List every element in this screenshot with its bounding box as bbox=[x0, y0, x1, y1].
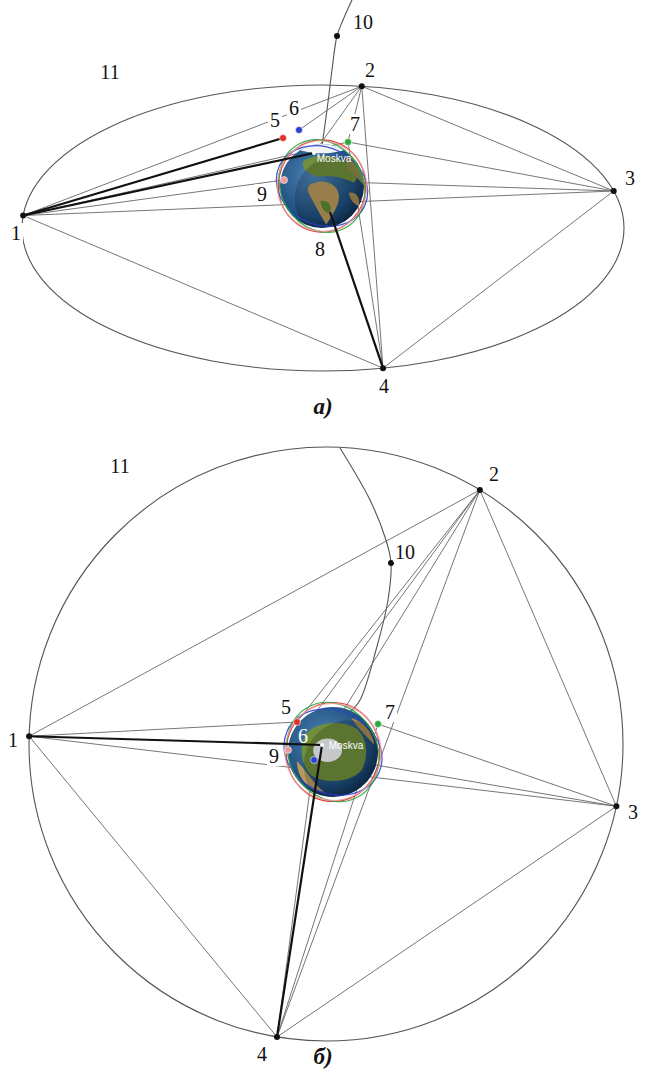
satellite-number: 8 bbox=[313, 239, 327, 259]
orbit-number: 1 bbox=[6, 730, 20, 750]
satellite-orbit bbox=[267, 686, 398, 818]
satellite-orbit bbox=[262, 124, 381, 248]
satellite-orbit bbox=[270, 693, 396, 811]
orbit-number: 3 bbox=[626, 802, 640, 822]
satellite-dot bbox=[281, 177, 288, 184]
orbit-number: 2 bbox=[363, 60, 377, 80]
satellite-orbit bbox=[261, 124, 383, 247]
satellite-number: 7 bbox=[348, 114, 362, 134]
orbit-number: 3 bbox=[623, 168, 637, 188]
city-label: Moskva bbox=[317, 154, 351, 164]
orbit-number: 10 bbox=[393, 542, 417, 562]
satellite-number: 5 bbox=[279, 697, 293, 717]
orbit-point bbox=[20, 213, 26, 219]
sight-line bbox=[29, 736, 277, 1037]
sight-line bbox=[348, 86, 362, 142]
orbit-point bbox=[477, 487, 483, 493]
orbit-number: 1 bbox=[9, 223, 23, 243]
orbit-number: 10 bbox=[351, 12, 375, 32]
satellite-dot bbox=[296, 127, 303, 134]
orbit-point bbox=[611, 188, 617, 194]
orbit-panel bbox=[26, 447, 623, 1041]
satellite-dot bbox=[320, 743, 324, 747]
sight-line bbox=[29, 490, 480, 736]
orbit-point bbox=[613, 803, 619, 809]
satellite-number: 5 bbox=[268, 110, 282, 130]
orbit-ring bbox=[22, 85, 624, 371]
orbit-number: 4 bbox=[255, 1044, 269, 1064]
orbit-number: 11 bbox=[98, 62, 121, 82]
satellite-number: 6 bbox=[287, 98, 301, 118]
subfigure-caption: б) bbox=[310, 1045, 335, 1068]
orbit-track bbox=[340, 448, 391, 712]
sight-line bbox=[362, 86, 383, 368]
main-sight-line bbox=[277, 745, 322, 1037]
satellite-dot bbox=[312, 151, 316, 155]
sight-line bbox=[383, 191, 614, 368]
main-sight-line bbox=[23, 153, 314, 216]
satellite-dot bbox=[280, 135, 287, 142]
satellite-orbit bbox=[269, 686, 397, 819]
satellite-number: 7 bbox=[383, 702, 397, 722]
orbit-number: 2 bbox=[487, 464, 501, 484]
sight-line bbox=[23, 216, 383, 369]
satellite-dot bbox=[285, 747, 292, 754]
satellite-dot bbox=[375, 721, 382, 728]
sight-line bbox=[277, 806, 616, 1037]
orbit-panel bbox=[20, 0, 624, 371]
sight-line bbox=[362, 86, 614, 191]
satellite-number: 9 bbox=[267, 746, 281, 766]
city-label: Moskva bbox=[329, 741, 363, 751]
satellite-dot bbox=[294, 719, 301, 726]
satellite-dot bbox=[311, 757, 318, 764]
satellite-dot bbox=[345, 139, 352, 146]
orbit-number: 11 bbox=[108, 456, 131, 476]
sight-line bbox=[480, 490, 617, 806]
orbit-number: 4 bbox=[377, 376, 391, 396]
track-point bbox=[334, 33, 340, 39]
sight-line bbox=[29, 722, 297, 736]
satellite-number: 6 bbox=[298, 726, 308, 746]
sight-line bbox=[378, 724, 616, 806]
satellite-number: 9 bbox=[255, 184, 269, 204]
main-sight-line bbox=[23, 138, 283, 216]
subfigure-caption: а) bbox=[310, 395, 335, 418]
sight-line bbox=[297, 490, 480, 722]
main-sight-line bbox=[29, 736, 322, 745]
orbit-ring bbox=[29, 447, 623, 1041]
orbit-point bbox=[380, 365, 386, 371]
orbit-point bbox=[26, 733, 32, 739]
satellite-orbit bbox=[263, 131, 381, 241]
orbit-point bbox=[359, 83, 365, 89]
sight-line bbox=[23, 180, 284, 216]
main-sight-line bbox=[330, 212, 383, 368]
orbit-point bbox=[274, 1034, 280, 1040]
